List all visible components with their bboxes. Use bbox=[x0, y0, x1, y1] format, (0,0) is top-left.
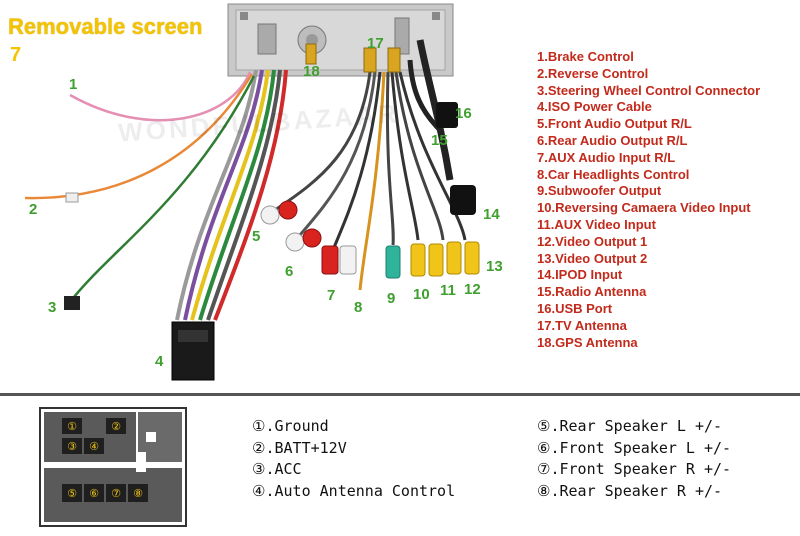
pin-label-6: ⑥ bbox=[89, 487, 99, 500]
aux-audio-plugs bbox=[321, 245, 357, 275]
callout-12: 12 bbox=[464, 281, 481, 298]
rca-plugs bbox=[260, 47, 480, 279]
pin-description: ⑥.Front Speaker L +/- bbox=[537, 438, 732, 457]
legend-item: 9.Subwoofer Output bbox=[537, 183, 662, 199]
head-unit-chassis bbox=[227, 3, 454, 77]
pin-label-7: ⑦ bbox=[111, 487, 121, 500]
gps-antenna-connector bbox=[305, 43, 317, 65]
callout-4: 4 bbox=[155, 353, 164, 370]
pin-label-1: ① bbox=[67, 420, 77, 433]
front-audio-plugs bbox=[260, 200, 298, 225]
callout-16: 16 bbox=[455, 105, 472, 122]
callout-7: 7 bbox=[327, 287, 336, 304]
video-plugs bbox=[410, 241, 480, 277]
legend-item: 1.Brake Control bbox=[537, 49, 634, 64]
pin-description: ④.Auto Antenna Control bbox=[252, 481, 456, 500]
rear-audio-plugs bbox=[285, 228, 322, 252]
callout-2: 2 bbox=[29, 201, 38, 218]
removable-screen-title: Removable screen bbox=[8, 14, 203, 39]
pin-label-2: ② bbox=[111, 420, 121, 433]
pin-label-8: ⑧ bbox=[133, 487, 143, 500]
legend-item: 11.AUX Video Input bbox=[537, 216, 656, 232]
pin-description: ①.Ground bbox=[252, 417, 329, 435]
removable-screen-number: 7 bbox=[10, 44, 22, 66]
callout-6: 6 bbox=[285, 263, 294, 280]
pin-label-3: ③ bbox=[67, 440, 77, 453]
callout-11: 11 bbox=[440, 282, 456, 299]
legend-item: 3.Steering Wheel Control Connector bbox=[537, 82, 761, 98]
rca-harness-wires bbox=[274, 39, 467, 291]
callout-17: 17 bbox=[367, 35, 384, 52]
pinout-panel: ① ② ③ ④ ⑤ ⑥ ⑦ ⑧ ①.Ground ②.BATT+12V ③.AC… bbox=[0, 393, 800, 536]
legend-item: 7.AUX Audio Input R/L bbox=[537, 149, 676, 165]
ipod-connector bbox=[450, 185, 476, 215]
iso-harness-wires bbox=[24, 69, 288, 321]
pin-description: ②.BATT+12V bbox=[252, 438, 347, 457]
callout-10: 10 bbox=[413, 286, 430, 303]
iso-power-connector bbox=[171, 321, 215, 381]
pin-label-5: ⑤ bbox=[67, 487, 77, 500]
callout-9: 9 bbox=[387, 290, 396, 307]
pin-description: ⑤.Rear Speaker L +/- bbox=[537, 417, 723, 435]
pin-description: ⑧.Rear Speaker R +/- bbox=[537, 481, 723, 500]
legend-item: 12.Video Output 1 bbox=[537, 233, 648, 249]
component-legend: 1.Brake Control 2.Reverse Control 3.Stee… bbox=[537, 49, 760, 351]
callout-14: 14 bbox=[483, 206, 500, 223]
callout-5: 5 bbox=[252, 228, 261, 245]
pinout-list-left: ①.Ground ②.BATT+12V ③.ACC ④.Auto Antenna… bbox=[252, 416, 455, 502]
pigtail-connectors bbox=[64, 192, 80, 310]
legend-item: 14.IPOD Input bbox=[537, 267, 623, 283]
legend-item: 10.Reversing Camaera Video Input bbox=[537, 200, 751, 216]
legend-item: 6.Rear Audio Output R/L bbox=[537, 132, 688, 148]
iso-connector-pinout: ① ② ③ ④ ⑤ ⑥ ⑦ ⑧ bbox=[39, 407, 187, 527]
legend-item: 15.Radio Antenna bbox=[537, 284, 647, 300]
pinout-list-right: ⑤.Rear Speaker L +/- ⑥.Front Speaker L +… bbox=[537, 416, 731, 502]
callout-8: 8 bbox=[354, 299, 363, 316]
legend-item: 16.USB Port bbox=[537, 300, 613, 316]
tv-antenna-connector bbox=[363, 47, 401, 73]
pin-description: ⑦.Front Speaker R +/- bbox=[537, 460, 732, 478]
pin-label-4: ④ bbox=[89, 440, 99, 453]
callout-18: 18 bbox=[303, 63, 320, 80]
usb-connector bbox=[436, 102, 458, 128]
legend-item: 4.ISO Power Cable bbox=[537, 99, 652, 115]
legend-item: 13.Video Output 2 bbox=[537, 250, 648, 266]
legend-item: 18.GPS Antenna bbox=[537, 334, 638, 350]
subwoofer-plug bbox=[385, 245, 401, 279]
callout-1: 1 bbox=[69, 76, 78, 93]
callout-15: 15 bbox=[431, 132, 448, 149]
pin-description: ③.ACC bbox=[252, 460, 302, 478]
callout-3: 3 bbox=[48, 299, 57, 316]
legend-item: 8.Car Headlights Control bbox=[537, 166, 690, 182]
callout-13: 13 bbox=[486, 258, 503, 275]
legend-item: 5.Front Audio Output R/L bbox=[537, 116, 692, 132]
legend-item: 2.Reverse Control bbox=[537, 65, 649, 81]
legend-item: 17.TV Antenna bbox=[537, 317, 627, 333]
